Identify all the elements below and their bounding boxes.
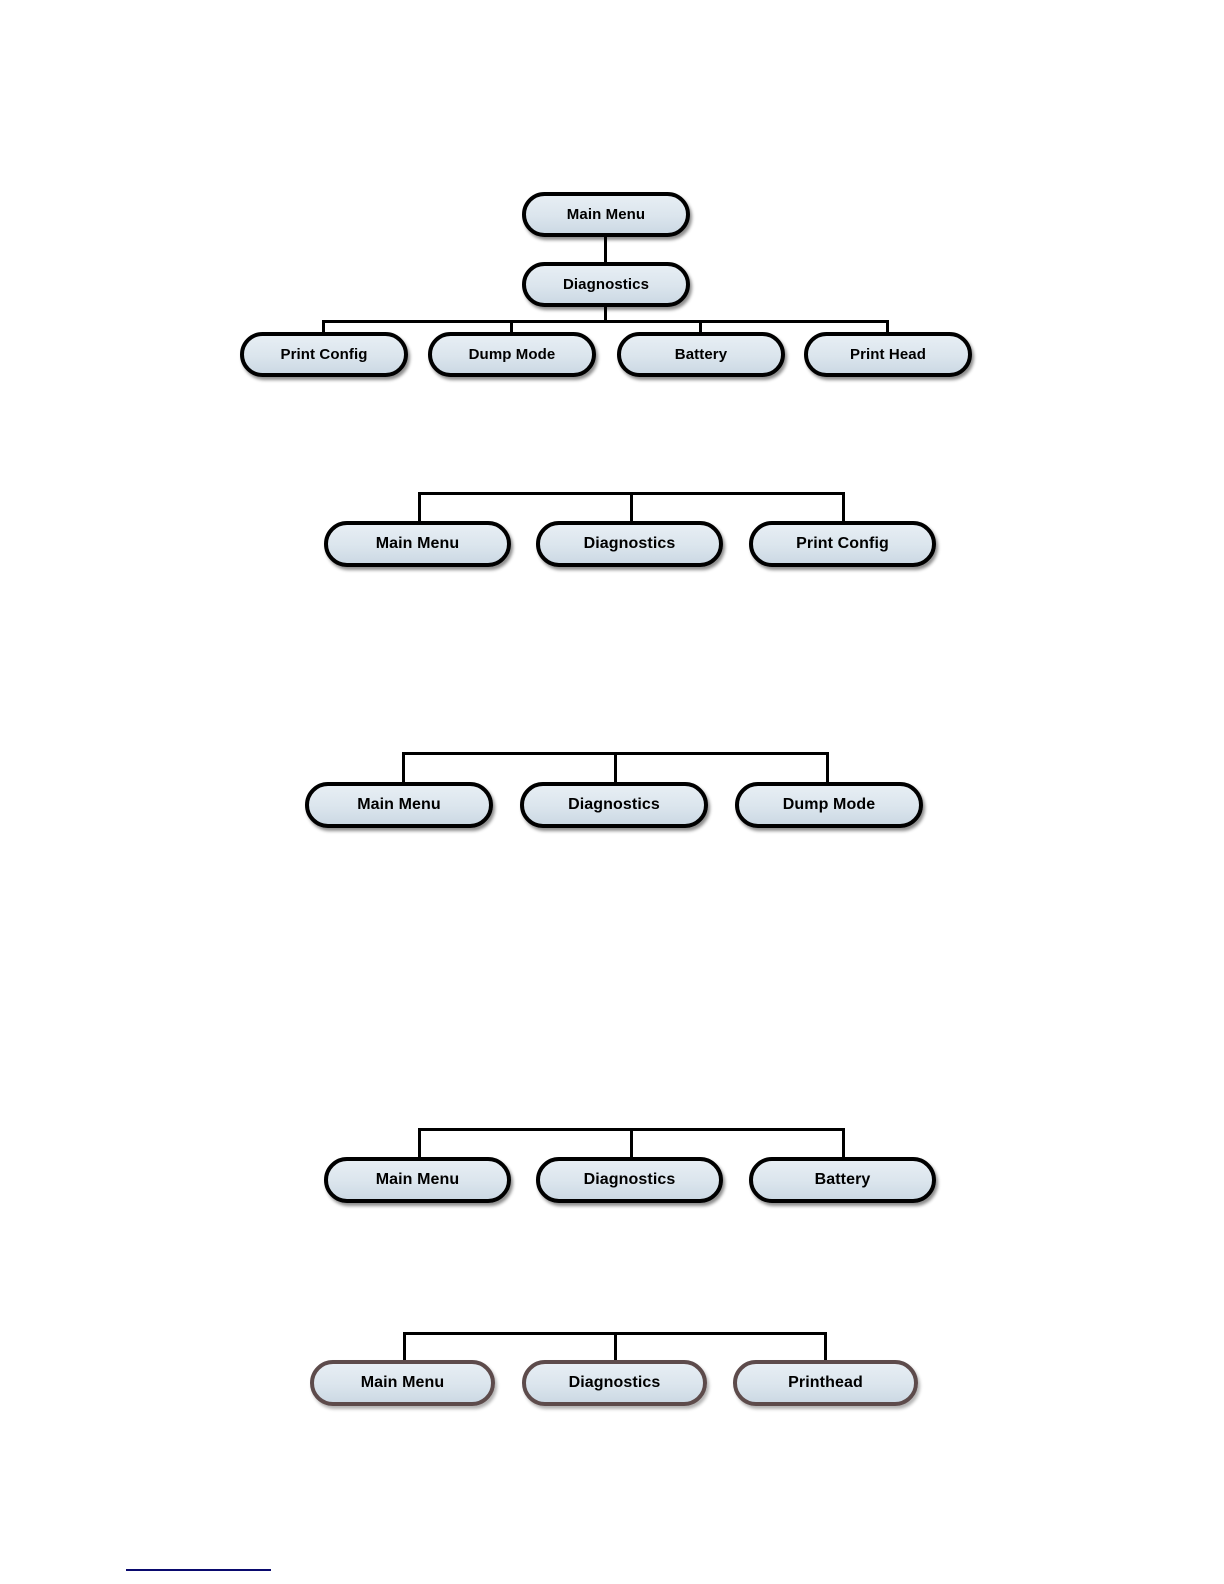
node-diagnostics[interactable]: Diagnostics [520, 782, 708, 828]
connector-stub-main-menu [403, 1332, 406, 1361]
node-printhead[interactable]: Printhead [733, 1360, 918, 1406]
node-battery[interactable]: Battery [617, 332, 785, 377]
node-label: Main Menu [360, 1373, 445, 1391]
node-label: Diagnostics [583, 1170, 676, 1188]
node-label: Main Menu [566, 205, 646, 223]
connector-children-bus [322, 320, 889, 323]
node-diagnostics[interactable]: Diagnostics [536, 521, 723, 567]
connector-stub-main-menu [418, 1128, 421, 1158]
node-label: Print Head [849, 345, 926, 363]
connector-stub-printhead [824, 1332, 827, 1361]
diagram-print-config-path: Main Menu Diagnostics Print Config [0, 0, 1224, 600]
node-battery[interactable]: Battery [749, 1157, 936, 1203]
diagram-dump-mode-path: Main Menu Diagnostics Dump Mode [305, 752, 923, 828]
node-dump-mode[interactable]: Dump Mode [735, 782, 923, 828]
diagram-battery-path: Main Menu Diagnostics Battery [324, 1128, 936, 1203]
node-print-config[interactable]: Print Config [240, 332, 408, 377]
node-label: Printhead [788, 1373, 863, 1391]
connector-stub-dump-mode [510, 320, 513, 334]
node-label: Dump Mode [782, 795, 876, 813]
node-main-menu[interactable]: Main Menu [324, 521, 511, 567]
connector-stub-battery [842, 1128, 845, 1158]
connector-stub-print-head [886, 320, 889, 334]
node-label: Diagnostics [568, 795, 660, 813]
node-label: Diagnostics [568, 1373, 661, 1391]
node-diagnostics[interactable]: Diagnostics [522, 1360, 707, 1406]
connector-stub-diagnostics [614, 1332, 617, 1361]
node-label: Print Config [280, 345, 368, 363]
connector-stub-print-config [322, 320, 325, 334]
connector-stub-main-menu [402, 752, 405, 783]
node-label: Diagnostics [562, 275, 650, 293]
diagram-printhead-path: Main Menu Diagnostics Printhead [310, 1332, 918, 1406]
node-main-menu[interactable]: Main Menu [324, 1157, 511, 1203]
node-main-menu[interactable]: Main Menu [522, 192, 690, 237]
node-label: Battery [674, 345, 728, 363]
node-print-config[interactable]: Print Config [749, 521, 936, 567]
footnote-separator [126, 1569, 271, 1571]
node-print-head[interactable]: Print Head [804, 332, 972, 377]
connector-diagnostics-to-bus [604, 306, 607, 322]
connector-stub-print-config [842, 492, 845, 522]
node-diagnostics[interactable]: Diagnostics [522, 262, 690, 307]
node-label: Dump Mode [468, 345, 556, 363]
node-label: Battery [814, 1170, 871, 1188]
connector-stub-dump-mode [826, 752, 829, 783]
node-label: Print Config [796, 534, 889, 552]
node-main-menu[interactable]: Main Menu [305, 782, 493, 828]
node-diagnostics[interactable]: Diagnostics [536, 1157, 723, 1203]
diagram-diagnostics-tree: Main Menu Diagnostics Print Config Dump … [0, 0, 1224, 400]
node-dump-mode[interactable]: Dump Mode [428, 332, 596, 377]
node-main-menu[interactable]: Main Menu [310, 1360, 495, 1406]
node-label: Main Menu [375, 534, 460, 552]
connector-root-to-diagnostics [604, 236, 607, 263]
connector-stub-diagnostics [630, 1128, 633, 1158]
node-label: Diagnostics [583, 534, 676, 552]
connector-stub-diagnostics [614, 752, 617, 783]
connector-stub-main-menu [418, 492, 421, 522]
connector-stub-diagnostics [630, 492, 633, 522]
node-label: Main Menu [357, 795, 441, 813]
node-label: Main Menu [375, 1170, 460, 1188]
connector-stub-battery [699, 320, 702, 334]
